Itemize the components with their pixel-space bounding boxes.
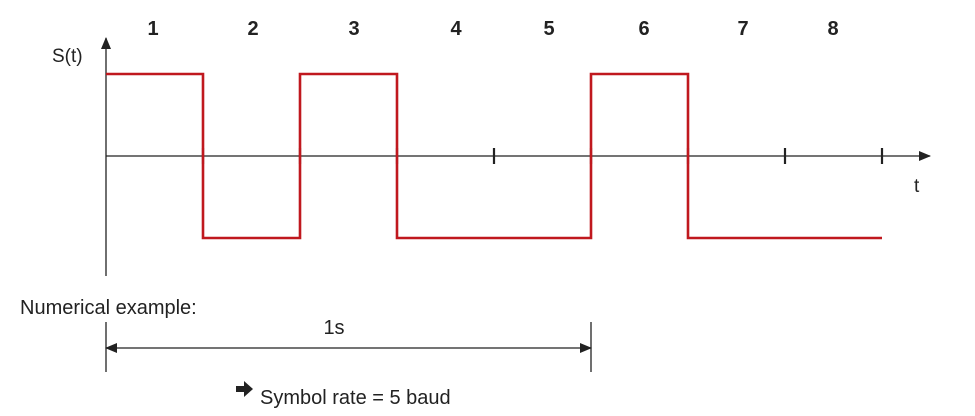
right-arrow-icon xyxy=(236,381,253,397)
duration-label: 1s xyxy=(323,317,344,339)
symbol-numbers: 1 2 3 4 5 6 7 8 xyxy=(147,18,838,40)
y-axis-label: S(t) xyxy=(52,46,83,67)
symbol-number-6: 6 xyxy=(638,18,649,40)
example-heading: Numerical example: xyxy=(20,297,197,319)
x-axis-label: t xyxy=(914,176,920,197)
signal-waveform xyxy=(106,72,882,240)
symbol-number-5: 5 xyxy=(543,18,554,40)
symbol-number-1: 1 xyxy=(147,18,158,40)
symbol-number-4: 4 xyxy=(450,18,462,40)
symbol-rate-result: Symbol rate = 5 baud xyxy=(260,387,451,409)
symbol-number-7: 7 xyxy=(737,18,748,40)
symbol-number-3: 3 xyxy=(348,18,359,40)
symbol-number-2: 2 xyxy=(247,18,258,40)
symbol-number-8: 8 xyxy=(827,18,838,40)
